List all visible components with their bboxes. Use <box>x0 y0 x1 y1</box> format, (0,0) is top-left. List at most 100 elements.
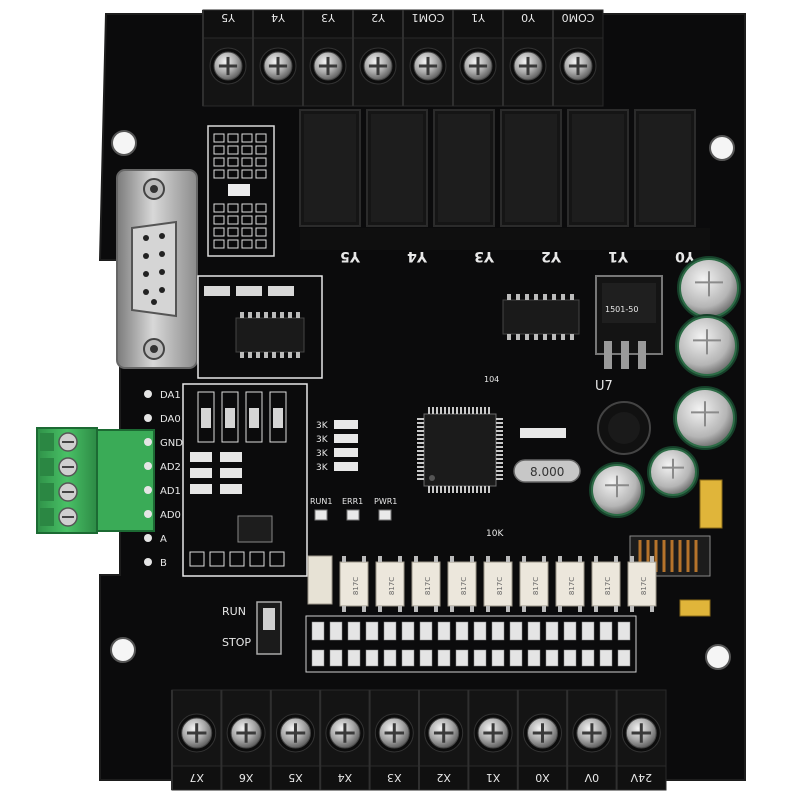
top-terminal-block: Y5 Y4 Y3 Y2 COM1 Y1 Y0 COM0 <box>202 9 604 107</box>
bottom-terminal-label: 24V <box>630 771 652 784</box>
top-terminal-label: COM0 <box>562 11 595 24</box>
analog-circuit-block <box>182 383 308 577</box>
crystal-marking: 8.000 <box>530 465 564 479</box>
regulator-marking: 1501-50 <box>605 305 638 314</box>
svg-text:817C: 817C <box>424 577 432 595</box>
top-terminal-label: Y4 <box>271 11 286 24</box>
regulator-label: U7 <box>595 379 613 394</box>
optocoupler: 817C <box>591 556 621 612</box>
resistor-small-label: 10K <box>486 529 504 539</box>
bottom-terminal-screw <box>621 713 661 753</box>
capacitors <box>589 256 741 518</box>
relay-labels: Y5 Y4 Y3 Y2 Y1 Y0 <box>340 248 696 264</box>
silkscreen-resistor-area <box>207 125 275 257</box>
analog-label: GND <box>160 438 183 449</box>
voltage-regulator: 1501-50 U7 <box>595 275 663 394</box>
bottom-terminal-screw <box>523 713 562 753</box>
power-input-choke <box>629 479 723 617</box>
top-terminal-label: COM1 <box>412 11 445 24</box>
relay-bank <box>299 109 696 227</box>
optocoupler: 817C <box>447 556 477 612</box>
top-terminal-screw <box>509 47 547 85</box>
analog-label: DA0 <box>160 414 181 425</box>
top-terminal-screw <box>309 47 347 85</box>
analog-label: AD0 <box>160 510 181 521</box>
mounting-holes <box>110 130 735 670</box>
optocoupler: 817C <box>483 556 513 612</box>
optocoupler: 817C <box>555 556 585 612</box>
crystal-oscillator: 8.000 <box>513 459 581 483</box>
relay-label: Y1 <box>608 248 629 264</box>
resistor-value-label: 3K <box>316 435 329 445</box>
led-label: PWR1 <box>374 497 397 506</box>
svg-text:817C: 817C <box>352 577 360 595</box>
svg-text:817C: 817C <box>496 577 504 595</box>
svg-text:817C: 817C <box>388 577 396 595</box>
analog-io-green-terminal <box>36 427 155 534</box>
optocoupler: 817C <box>519 556 549 612</box>
serial-interface-area <box>197 275 323 379</box>
relay-label: Y4 <box>407 248 428 264</box>
analog-label: A <box>160 534 167 545</box>
optocoupler: 817C <box>339 556 369 612</box>
relay-label: Y3 <box>474 248 495 264</box>
top-terminal-label: Y2 <box>371 11 386 24</box>
led-label: ERR1 <box>342 497 363 506</box>
resistor-value-label: 3K <box>316 463 329 473</box>
svg-text:817C: 817C <box>532 577 540 595</box>
relay-label: Y0 <box>675 248 696 264</box>
top-terminal-screw <box>259 47 297 85</box>
relay-driver-parts <box>300 228 710 250</box>
top-terminal-screw <box>409 47 447 85</box>
top-terminal-label: Y3 <box>321 11 336 24</box>
stop-label: STOP <box>222 636 251 649</box>
bottom-terminal-label: 0V <box>584 771 599 784</box>
bottom-terminal-label: X3 <box>387 771 402 784</box>
svg-text:817C: 817C <box>568 577 576 595</box>
top-terminal-screw <box>359 47 397 85</box>
electrolytic-capacitor <box>675 314 739 378</box>
bottom-terminal-label: X0 <box>535 771 550 784</box>
svg-text:817C: 817C <box>460 577 468 595</box>
resistor-value-label: 3K <box>316 421 329 431</box>
bottom-terminal-label: X4 <box>338 771 353 784</box>
relay-label: Y5 <box>340 248 361 264</box>
electrolytic-capacitor <box>647 446 699 498</box>
bottom-terminal-label: X2 <box>436 771 451 784</box>
bottom-terminal-screw <box>473 713 513 753</box>
top-terminal-label: Y5 <box>221 11 236 24</box>
optocoupler: 817C <box>411 556 441 612</box>
led-label: RUN1 <box>310 497 333 506</box>
db9-serial-port <box>116 169 198 369</box>
bottom-terminal-label: X7 <box>189 771 204 784</box>
run-stop-switch: RUN STOP <box>222 601 282 655</box>
analog-label: AD2 <box>160 462 181 473</box>
top-terminal-screw <box>459 47 497 85</box>
status-leds: RUN1 ERR1 PWR1 <box>310 497 397 521</box>
bottom-terminal-label: X5 <box>288 771 303 784</box>
input-resistor-row <box>305 615 637 673</box>
top-terminal-label: Y1 <box>471 11 486 24</box>
relay-label: Y2 <box>541 248 562 264</box>
svg-text:817C: 817C <box>640 577 648 595</box>
top-terminal-label: Y0 <box>521 11 536 24</box>
bottom-terminal-label: X6 <box>239 771 254 784</box>
analog-label: B <box>160 558 167 569</box>
electrolytic-capacitor <box>589 462 645 518</box>
electrolytic-capacitor <box>677 256 741 320</box>
optocoupler-row: 817C 817C 817C 817C 817C 817C 817C 817C 817C <box>307 555 657 612</box>
resistor-value-label: 3K <box>316 449 329 459</box>
bottom-terminal-screw <box>276 713 315 753</box>
electrolytic-capacitor <box>673 386 737 450</box>
optocoupler: 817C <box>375 556 405 612</box>
optocoupler: 817C <box>627 556 657 612</box>
microcontroller-chip <box>417 407 503 493</box>
bottom-terminal-screw <box>226 713 266 753</box>
top-terminal-screw <box>209 47 247 85</box>
analog-label: DA1 <box>160 390 181 401</box>
svg-text:817C: 817C <box>604 577 612 595</box>
bottom-terminal-screw <box>325 713 365 753</box>
